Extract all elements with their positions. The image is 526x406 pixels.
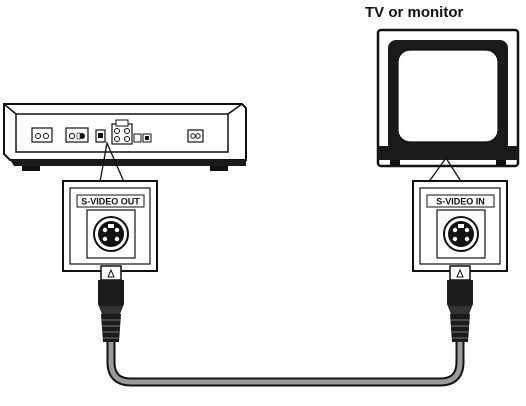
player-port-group-2 xyxy=(65,127,89,143)
player-unit xyxy=(3,103,247,171)
svideo-in-label: S-VIDEO IN xyxy=(436,197,485,207)
player-port-group-1 xyxy=(31,127,53,143)
svideo-in-jack-icon xyxy=(443,216,479,252)
svideo-in-panel: S-VIDEO IN xyxy=(412,180,508,272)
player-port-group-4 xyxy=(111,119,152,145)
svideo-out-jack-icon xyxy=(93,216,129,252)
tv-callout xyxy=(427,156,463,184)
svideo-cable xyxy=(106,340,465,387)
tv-monitor xyxy=(376,28,520,168)
svideo-in-plug-icon xyxy=(447,265,473,342)
svideo-out-panel: S-VIDEO OUT xyxy=(62,180,158,272)
player-port-group-3 xyxy=(95,129,106,143)
player-port-group-5 xyxy=(187,129,204,143)
tv-monitor-label: TV or monitor xyxy=(365,4,464,21)
player-callout xyxy=(99,140,125,183)
svideo-out-plug-icon xyxy=(98,265,124,342)
svideo-out-label: S-VIDEO OUT xyxy=(81,197,140,207)
